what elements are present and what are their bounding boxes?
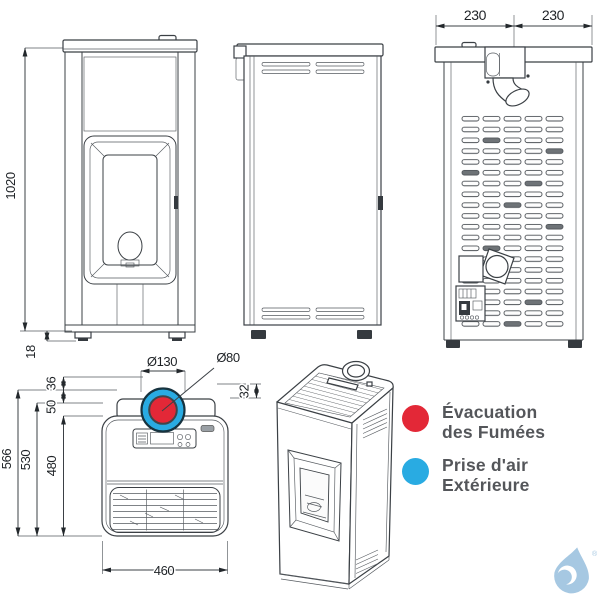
persp-button — [366, 381, 373, 387]
dim-top-36: 36 — [44, 377, 59, 391]
flue-pipe-opening — [505, 88, 530, 107]
persp-control-slot — [326, 377, 359, 391]
legend-item-outside-air: Prise d'air Extérieure — [402, 455, 545, 496]
flue-elbow — [484, 46, 530, 107]
door-window — [102, 154, 158, 266]
top-slot — [200, 425, 215, 432]
door-hinge — [174, 196, 178, 209]
legend-label-flue: Évacuation des Fumées — [442, 402, 545, 443]
legend-air-line2: Extérieure — [442, 474, 530, 495]
persp-door — [287, 449, 342, 542]
flue-pipe-leader — [161, 367, 215, 412]
dim-depth-total: 566 — [0, 449, 14, 470]
back-feet — [446, 340, 582, 348]
dim-back-right: 230 — [542, 7, 565, 23]
side-vents-top — [261, 62, 365, 74]
side-latch — [378, 196, 383, 210]
burn-pot — [117, 231, 143, 261]
back-view: 230 230 — [434, 6, 593, 348]
legend-item-flue-exhaust: Évacuation des Fumées — [402, 402, 545, 443]
top-plate — [62, 39, 198, 53]
side-panel — [243, 55, 382, 326]
legend-air-line1: Prise d'air — [442, 454, 529, 475]
persp-burn-pot — [307, 502, 321, 512]
outside-air-dot-icon — [402, 457, 429, 485]
side-vents-bottom — [261, 307, 365, 320]
side-view — [233, 43, 384, 339]
side-feet — [251, 330, 372, 339]
dim-width-front: 460 — [154, 563, 175, 578]
power-panel — [455, 285, 486, 322]
persp-side-vents-top — [362, 408, 388, 439]
base — [64, 324, 196, 333]
top-body — [101, 415, 229, 537]
upper-panel — [83, 56, 177, 132]
dim-flue-pipe: Ø80 — [216, 350, 240, 365]
legend-label-air: Prise d'air Extérieure — [442, 455, 530, 496]
flue-exhaust-dot-icon — [402, 405, 429, 432]
side-top-plate — [236, 43, 384, 57]
dim-back-left: 230 — [464, 7, 487, 23]
dim-base-height: 18 — [23, 345, 38, 359]
legend-flue-line1: Évacuation — [442, 402, 538, 422]
water-drop-logo-icon: ® — [554, 547, 598, 594]
persp-side-vents-bottom — [355, 549, 379, 574]
front-door — [83, 135, 178, 285]
top-grill — [109, 487, 221, 533]
dim-flue-ring: Ø130 — [147, 354, 177, 369]
dim-top-50: 50 — [44, 400, 59, 414]
dim-depth-front: 480 — [44, 456, 59, 477]
inspection-plate — [458, 255, 484, 283]
dim-front-height: 1020 — [3, 172, 18, 199]
legend-flue-line2: des Fumées — [442, 422, 546, 443]
air-intake-hole — [485, 254, 509, 279]
front-view: 1020 18 — [2, 34, 198, 360]
top-view: Ø130 Ø80 32 36 50 566 530 480 460 — [0, 349, 261, 580]
legend: Évacuation des Fumées Prise d'air Extéri… — [402, 402, 545, 495]
persp-base — [279, 556, 390, 590]
dim-top-32: 32 — [237, 385, 252, 399]
dim-depth-body: 530 — [18, 450, 33, 471]
perspective-view — [276, 360, 394, 590]
feet — [74, 331, 186, 341]
registered-mark: ® — [592, 550, 598, 558]
persp-top-grill — [284, 372, 385, 418]
